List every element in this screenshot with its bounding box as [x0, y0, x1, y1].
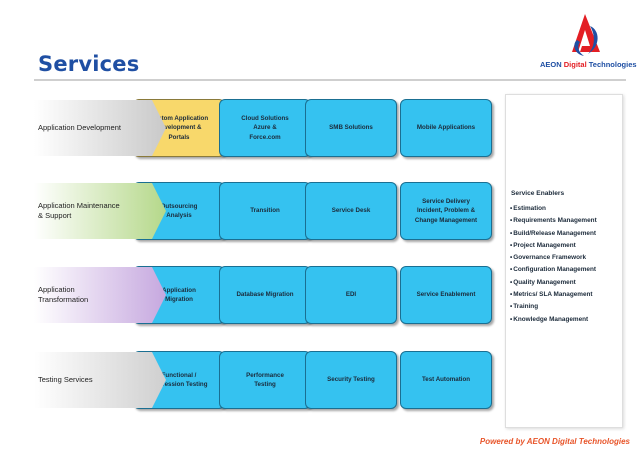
- footer-credit: Powered by AEON Digital Technologies: [479, 437, 630, 446]
- service-enabler-item: Governance Framework: [510, 254, 597, 266]
- service-enabler-item: Configuration Management: [510, 266, 597, 278]
- service-enabler-item: Quality Management: [510, 279, 597, 291]
- brand-word-2: Digital: [563, 60, 587, 69]
- service-enabler-item: Project Management: [510, 242, 597, 254]
- service-enabler-item: Training: [510, 303, 597, 315]
- service-enablers-title: Service Enablers: [511, 190, 565, 197]
- row-label-text: Testing Services: [38, 374, 93, 384]
- brand-name: AEON Digital Technologies: [540, 60, 637, 69]
- row-label-text: Application Transformation: [38, 284, 89, 304]
- service-box: Performance Testing: [219, 351, 311, 409]
- row-label-3: Application Transformation: [34, 267, 166, 323]
- row-arrow-shape: [34, 352, 166, 408]
- brand-word-1: AEON: [540, 60, 562, 69]
- service-box: Security Testing: [305, 351, 397, 409]
- service-box: Test Automation: [400, 351, 492, 409]
- row-arrow-shape: [34, 183, 166, 239]
- row-arrow-shape: [34, 267, 166, 323]
- service-enabler-item: Estimation: [510, 205, 597, 217]
- row-label-text: Application Maintenance & Support: [38, 200, 120, 220]
- aeon-logo-icon: [572, 14, 600, 56]
- page-title: Services: [38, 52, 140, 76]
- brand-word-3: Technologies: [588, 60, 637, 69]
- service-enablers-panel: Service Enablers EstimationRequirements …: [505, 94, 623, 428]
- title-divider: [34, 79, 626, 81]
- row-label-text: Application Development: [38, 122, 121, 132]
- service-box: Cloud Solutions Azure & Force.com: [219, 99, 311, 157]
- service-box: EDI: [305, 266, 397, 324]
- service-enablers-list: EstimationRequirements ManagementBuild/R…: [510, 205, 597, 328]
- row-label-1: Application Development: [34, 100, 166, 156]
- service-box: Transition: [219, 182, 311, 240]
- service-enabler-item: Metrics/ SLA Management: [510, 291, 597, 303]
- service-box: SMB Solutions: [305, 99, 397, 157]
- service-enabler-item: Build/Release Management: [510, 230, 597, 242]
- service-box: Mobile Applications: [400, 99, 492, 157]
- service-box: Service Delivery Incident, Problem & Cha…: [400, 182, 492, 240]
- service-box: Database Migration: [219, 266, 311, 324]
- company-logo: AEON Digital Technologies: [540, 12, 637, 72]
- row-label-2: Application Maintenance & Support: [34, 183, 166, 239]
- service-enabler-item: Knowledge Management: [510, 316, 597, 328]
- service-box: Service Enablement: [400, 266, 492, 324]
- service-box: Service Desk: [305, 182, 397, 240]
- row-label-4: Testing Services: [34, 352, 166, 408]
- service-enabler-item: Requirements Management: [510, 217, 596, 229]
- row-arrow-shape: [34, 100, 166, 156]
